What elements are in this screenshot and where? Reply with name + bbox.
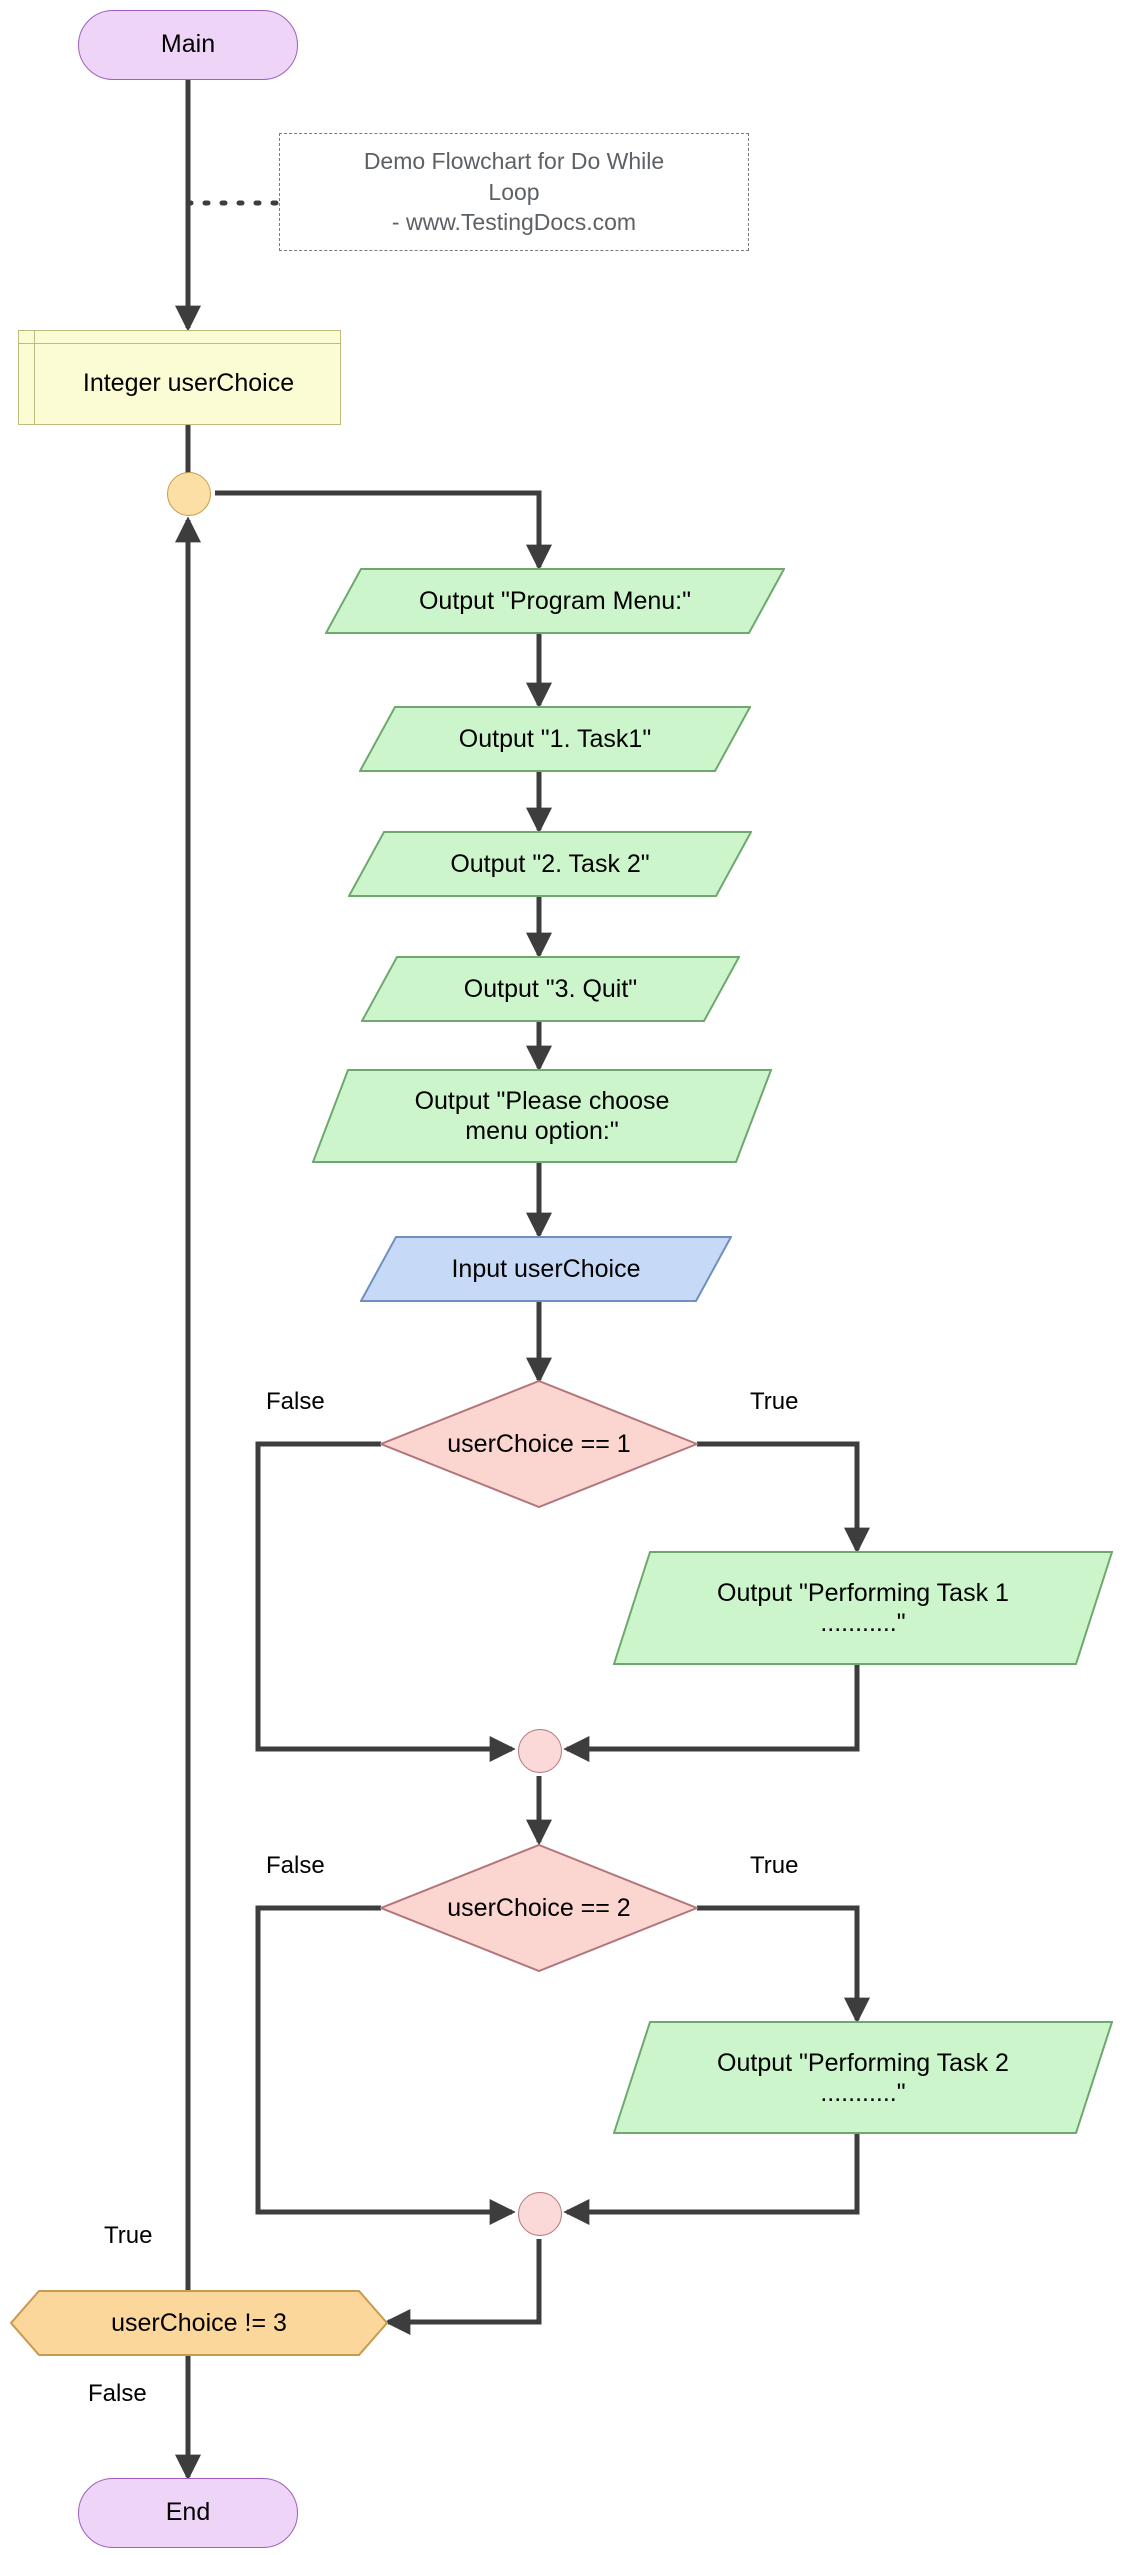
node-loop-condition-label: userChoice != 3 — [111, 2308, 287, 2337]
node-output-program-menu[interactable]: Output "Program Menu:" — [325, 568, 785, 634]
node-output-performing-task1[interactable]: Output "Performing Task 1 ..........." — [613, 1551, 1113, 1665]
node-start-main-label: Main — [160, 30, 216, 59]
node-loop-condition-userchoice-ne-3[interactable]: userChoice != 3 — [10, 2290, 388, 2356]
node-output-task1-item[interactable]: Output "1. Task1" — [359, 706, 751, 772]
node-decision-userchoice-eq-2-label: userChoice == 2 — [447, 1893, 631, 1922]
note-text: Demo Flowchart for Do While Loop - www.T… — [363, 148, 665, 236]
node-output-performing-task2[interactable]: Output "Performing Task 2 ..........." — [613, 2021, 1113, 2134]
node-decision-userchoice-eq-1[interactable]: userChoice == 1 — [380, 1380, 698, 1508]
edge-label-decision1-false: False — [266, 1388, 325, 1415]
node-output-performing-task1-label: Output "Performing Task 1 ..........." — [717, 1579, 1009, 1637]
node-end[interactable]: End — [78, 2478, 298, 2548]
node-output-quit-item[interactable]: Output "3. Quit" — [361, 956, 740, 1022]
node-output-task2-item-label: Output "2. Task 2" — [450, 850, 650, 878]
node-input-userchoice[interactable]: Input userChoice — [360, 1236, 732, 1302]
node-output-task1-item-label: Output "1. Task1" — [458, 725, 652, 753]
edge-label-decision2-true: True — [750, 1852, 799, 1879]
node-output-quit-item-label: Output "3. Quit" — [463, 975, 638, 1003]
edge-label-decision1-true: True — [750, 1388, 799, 1415]
node-output-program-menu-label: Output "Program Menu:" — [418, 587, 692, 615]
declaration-top-strip — [19, 331, 340, 344]
merge-connector-1[interactable] — [518, 1729, 562, 1773]
node-output-choose-option-label: Output "Please choose menu option:" — [414, 1087, 670, 1145]
node-declaration-userchoice[interactable]: Integer userChoice — [18, 330, 341, 425]
node-input-userchoice-label: Input userChoice — [451, 1255, 641, 1283]
loop-start-connector[interactable] — [167, 472, 211, 516]
node-decision-userchoice-eq-2[interactable]: userChoice == 2 — [380, 1844, 698, 1972]
node-output-choose-option[interactable]: Output "Please choose menu option:" — [312, 1069, 772, 1163]
edge-label-loop-true: True — [104, 2222, 153, 2249]
node-decision-userchoice-eq-1-label: userChoice == 1 — [447, 1429, 631, 1458]
node-start-main[interactable]: Main — [78, 10, 298, 80]
edge-label-loop-false: False — [88, 2380, 147, 2407]
node-output-performing-task2-label: Output "Performing Task 2 ..........." — [717, 2048, 1009, 2107]
node-declaration-label: Integer userChoice — [82, 368, 295, 397]
edge-label-decision2-false: False — [266, 1852, 325, 1879]
note-box: Demo Flowchart for Do While Loop - www.T… — [279, 133, 749, 251]
merge-connector-2[interactable] — [518, 2192, 562, 2236]
node-end-label: End — [165, 2498, 211, 2527]
declaration-left-strip — [19, 331, 35, 424]
node-output-task2-item[interactable]: Output "2. Task 2" — [348, 831, 752, 897]
